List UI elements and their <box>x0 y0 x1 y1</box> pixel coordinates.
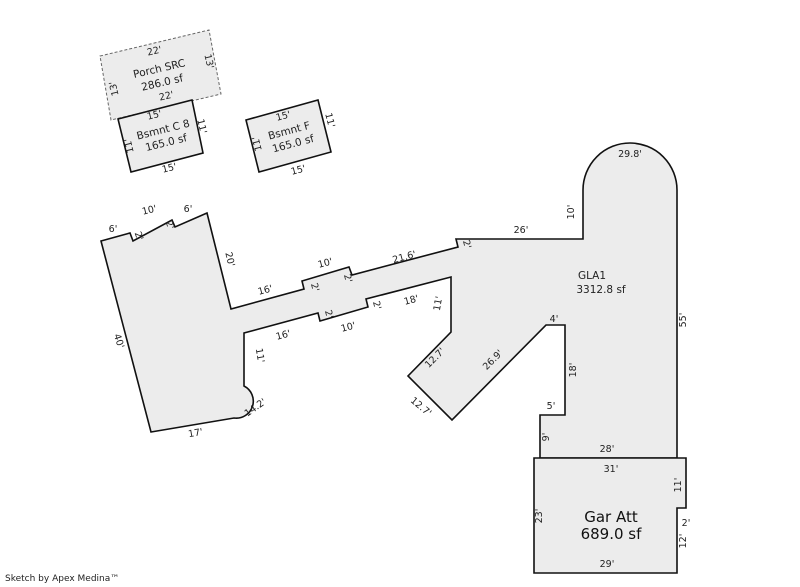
gla1-dim-west-bottom: 17' <box>187 427 203 440</box>
gla1-dim-west-left: 40' <box>111 333 126 350</box>
bsmnt-f-dim-top: 15' <box>275 109 292 123</box>
porch-dim-right: 13' <box>201 53 215 70</box>
gla1-area-value: 3312.8 sf <box>576 284 626 296</box>
garage-area-value: 689.0 sf <box>581 525 643 543</box>
bsmnt-c8-dim-left: 11' <box>122 137 136 154</box>
gla1-dim-wing-right: 11' <box>432 295 445 311</box>
bsmnt-c8-area[interactable]: Bsmnt C 8 165.0 sf 15' 15' 11' 11' <box>117 99 209 176</box>
garage-dim-left: 23' <box>534 509 545 524</box>
gla1-dim-arc-side: 10' <box>566 205 577 220</box>
garage-dim-right-step: 2' <box>682 518 691 529</box>
gla1-dim-notch-side: 18' <box>568 363 579 378</box>
gla1-dim-jog-d: 2' <box>341 273 354 284</box>
sketch-credit: Sketch by Apex Medina™ <box>5 574 120 584</box>
gla1-area[interactable]: GLA1 3312.8 sf 6' 10' 6' 2' 2' 20' 40' 1… <box>100 142 689 459</box>
gla1-dim-hall-lower-b: 10' <box>340 320 357 334</box>
gla1-dim-jog-f: 2' <box>322 309 335 320</box>
gla1-dim-jog-b: 2' <box>163 219 176 231</box>
gla1-dim-jog-g: 2' <box>370 300 383 311</box>
garage-area[interactable]: Gar Att 689.0 sf 31' 29' 23' 11' 2' 12' <box>533 457 691 574</box>
garage-dim-right-upper: 11' <box>673 478 684 493</box>
bsmnt-f-dim-bottom: 15' <box>290 163 307 177</box>
garage-dim-top: 31' <box>604 464 619 475</box>
bsmnt-f-area[interactable]: Bsmnt F 165.0 sf 15' 15' 11' 11' <box>245 99 337 178</box>
gla1-dim-jog-c: 2' <box>308 282 321 293</box>
gla1-dim-east-bottom: 28' <box>600 444 615 455</box>
bsmnt-f-dim-right: 11' <box>322 112 336 129</box>
bsmnt-f-dim-left: 11' <box>250 135 264 152</box>
porch-dim-top: 22' <box>146 45 163 59</box>
gla1-dim-wing-end-b: 12.7' <box>408 395 433 419</box>
gla1-dim-east-top: 26' <box>514 225 529 236</box>
gla1-dim-arc: 29.8' <box>618 149 642 160</box>
porch-src-area[interactable]: Porch SRC 286.0 sf 22' 22' 13' 13' <box>99 29 222 121</box>
gla1-dim-notch-top: 4' <box>550 314 559 325</box>
gla1-dim-hall-upper-b: 10' <box>317 256 334 270</box>
porch-dim-left: 13' <box>108 80 122 97</box>
gla1-dim-jog-a: 2' <box>132 230 145 242</box>
gla1-dim-west-top-right: 6' <box>184 204 193 215</box>
gla1-dim-west-right: 20' <box>222 251 236 268</box>
bsmnt-c8-dim-top: 15' <box>146 108 163 122</box>
garage-dim-bottom: 29' <box>600 559 615 570</box>
gla1-dim-east-right: 55' <box>678 313 689 328</box>
garage-dim-right-lower: 12' <box>678 534 689 549</box>
gla1-dim-hall-upper-a: 16' <box>257 283 274 297</box>
gla1-dim-hall-lower-c: 18' <box>403 293 420 307</box>
gla1-dim-jog-e: 2' <box>460 239 473 250</box>
gla1-dim-hall-left: 11' <box>253 347 266 363</box>
gla1-dim-notch-low: 9' <box>541 433 552 442</box>
gla1-dim-hall-lower-a: 16' <box>275 328 292 342</box>
garage-name: Gar Att <box>584 508 638 526</box>
bsmnt-c8-dim-right: 11' <box>194 118 208 135</box>
gla1-dim-notch-step: 5' <box>547 401 556 412</box>
gla1-name: GLA1 <box>578 270 606 282</box>
porch-dim-bottom: 22' <box>158 90 175 104</box>
gla1-dim-west-top-left: 6' <box>109 224 118 235</box>
gla1-dim-west-top: 10' <box>141 203 158 217</box>
bsmnt-c8-dim-bottom: 15' <box>161 161 178 175</box>
